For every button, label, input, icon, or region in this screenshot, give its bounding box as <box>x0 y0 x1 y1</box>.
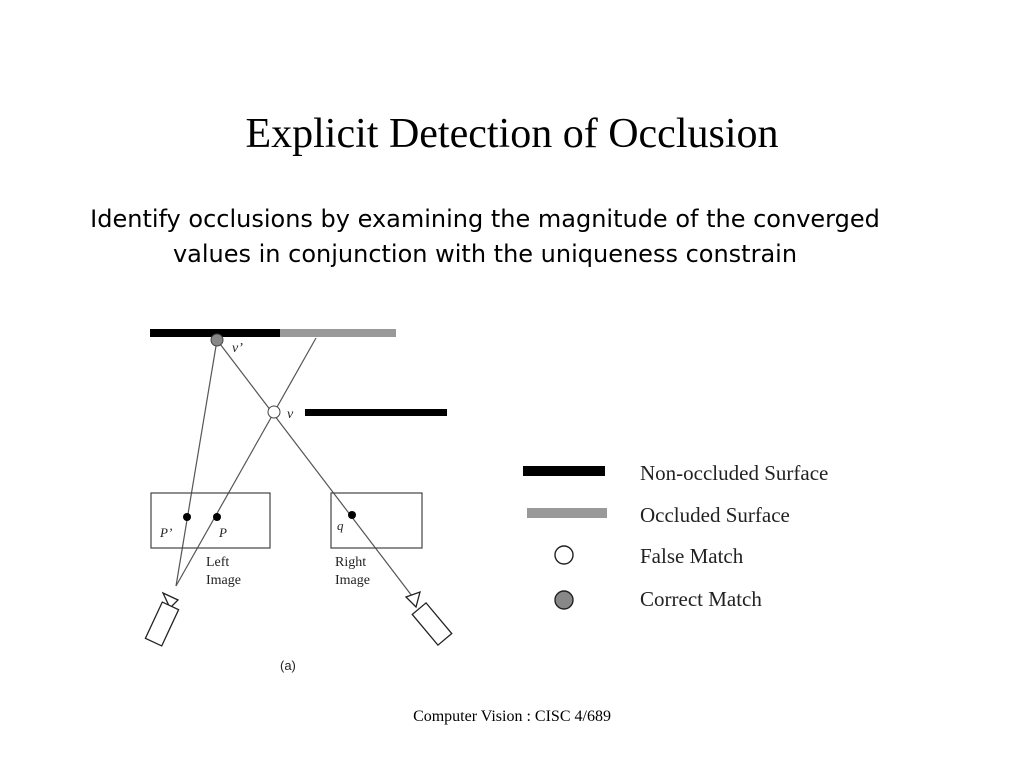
ray-v-prime-left-camera <box>175 339 218 587</box>
false-match-point <box>267 405 281 419</box>
right-camera-icon <box>404 590 453 647</box>
slide-subtitle: Identify occlusions by examining the mag… <box>90 205 880 268</box>
left-image-label-line2: Image <box>206 573 241 588</box>
left-image-plane <box>150 492 271 549</box>
legend-label-occluded: Occluded Surface <box>640 503 790 527</box>
diagram-caption: (a) <box>280 658 296 673</box>
left-image-label-line1: Left <box>206 555 229 570</box>
label-v-prime: v’ <box>232 341 243 356</box>
non-occluded-surface-middle <box>305 409 447 416</box>
slide-title: Explicit Detection of Occlusion <box>245 111 779 157</box>
legend-symbol-occluded <box>527 508 607 518</box>
legend-symbol-correct-match <box>554 590 574 610</box>
legend: Non-occluded Surface Occluded Surface Fa… <box>523 461 828 611</box>
label-q: q <box>337 518 344 533</box>
slide-footer: Computer Vision : CISC 4/689 <box>413 708 611 725</box>
legend-label-non-occluded: Non-occluded Surface <box>640 461 828 485</box>
label-p-prime: P’ <box>159 525 172 540</box>
legend-label-false-match: False Match <box>640 544 744 568</box>
ray-v-prime-right-camera <box>216 339 413 597</box>
label-p: P <box>218 525 227 540</box>
image-point-p <box>213 513 221 521</box>
correct-match-point <box>210 333 224 347</box>
left-camera-icon <box>144 591 180 647</box>
right-image-plane <box>330 492 423 549</box>
label-v: v <box>287 407 294 422</box>
legend-symbol-false-match <box>554 545 574 565</box>
occluded-surface-top <box>280 329 396 337</box>
non-occluded-surface-top <box>150 329 280 337</box>
image-point-q <box>348 511 356 519</box>
image-point-p-prime <box>183 513 191 521</box>
right-image-label-line1: Right <box>335 555 366 570</box>
ray-top-right-left-camera <box>175 337 317 587</box>
legend-label-correct-match: Correct Match <box>640 587 762 611</box>
right-image-label-line2: Image <box>335 573 370 588</box>
legend-symbol-non-occluded <box>523 466 605 476</box>
